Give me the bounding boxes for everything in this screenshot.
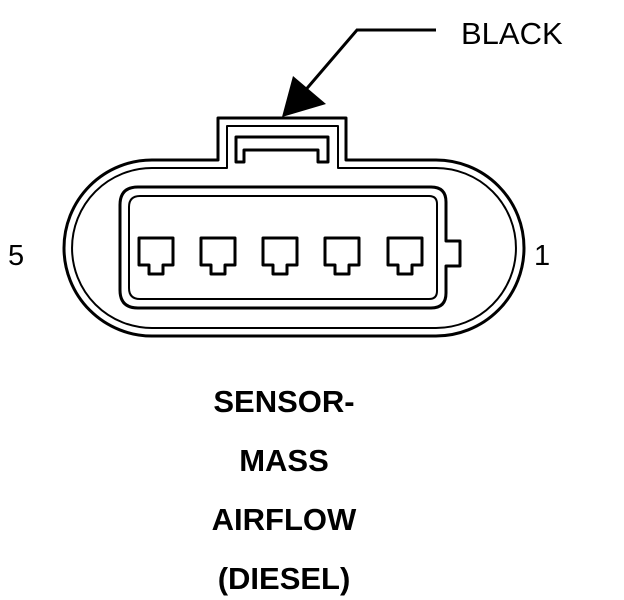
title-line: SENSOR-: [213, 384, 355, 419]
wire-color-label: BLACK: [461, 16, 563, 51]
terminal-pin-1: [386, 236, 424, 276]
pin-number-left: 5: [8, 240, 25, 272]
terminal-pin-3: [261, 236, 299, 276]
leader-line: [301, 28, 436, 94]
terminal-pin-4: [199, 236, 237, 276]
title-line: MASS: [239, 443, 329, 478]
connector-housing-inner: [71, 125, 517, 329]
pin-number-right: 1: [534, 240, 551, 272]
callout-leader: [282, 28, 436, 117]
terminal-cavity-frame: [118, 185, 462, 310]
terminal-pin-2: [323, 236, 361, 276]
leader-arrowhead: [282, 76, 326, 117]
locking-tab: [234, 135, 330, 164]
terminals: [137, 236, 424, 276]
terminal-cavity-inner: [128, 195, 438, 300]
terminal-pin-5: [137, 236, 175, 276]
connector-housing-outer: [62, 116, 526, 338]
title-line: AIRFLOW: [211, 502, 357, 537]
title-line: (DIESEL): [217, 561, 351, 596]
